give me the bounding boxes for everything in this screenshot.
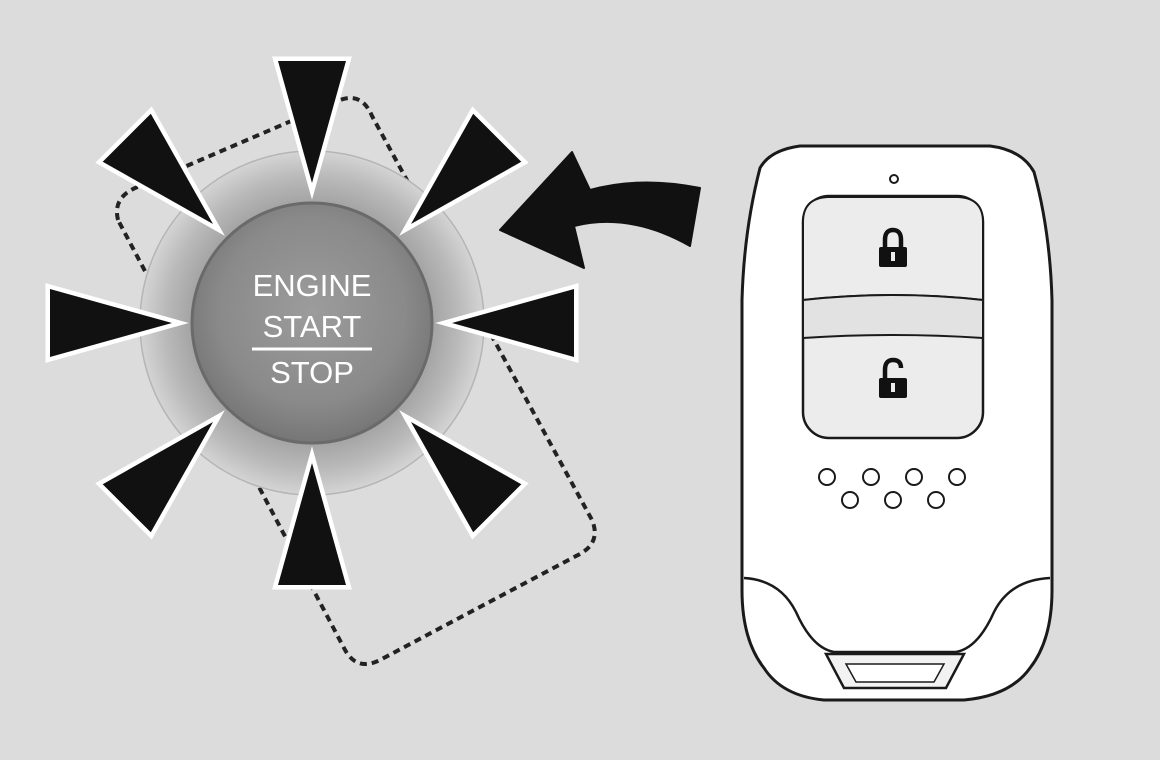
button-label-start: START <box>263 309 362 344</box>
flash-ray <box>399 410 529 540</box>
flash-ray <box>272 446 352 590</box>
speaker-hole <box>862 468 880 486</box>
curved-arrow-icon <box>499 151 701 269</box>
speaker-hole <box>841 491 859 509</box>
fob-speaker-holes <box>818 468 966 509</box>
speaker-hole <box>927 491 945 509</box>
key-fob <box>740 144 1054 702</box>
unlock-icon <box>879 357 907 398</box>
proximity-dashed-outline <box>115 96 597 666</box>
button-label-engine: ENGINE <box>253 268 372 303</box>
flash-ray <box>45 283 189 363</box>
flash-ray <box>95 106 225 236</box>
lock-icon <box>879 227 907 267</box>
button-label-stop: STOP <box>270 355 354 390</box>
fob-button-separator <box>802 294 984 340</box>
flash-ray <box>435 283 579 363</box>
engine-start-button <box>190 201 434 445</box>
fob-led <box>889 174 899 184</box>
speaker-hole <box>905 468 923 486</box>
flash-ray <box>272 56 352 200</box>
flash-ray <box>95 410 225 540</box>
speaker-hole <box>948 468 966 486</box>
flash-ray <box>399 106 529 236</box>
speaker-hole <box>884 491 902 509</box>
flash-rays <box>45 56 579 590</box>
speaker-hole <box>818 468 836 486</box>
fob-bottom-contour <box>743 576 1051 654</box>
